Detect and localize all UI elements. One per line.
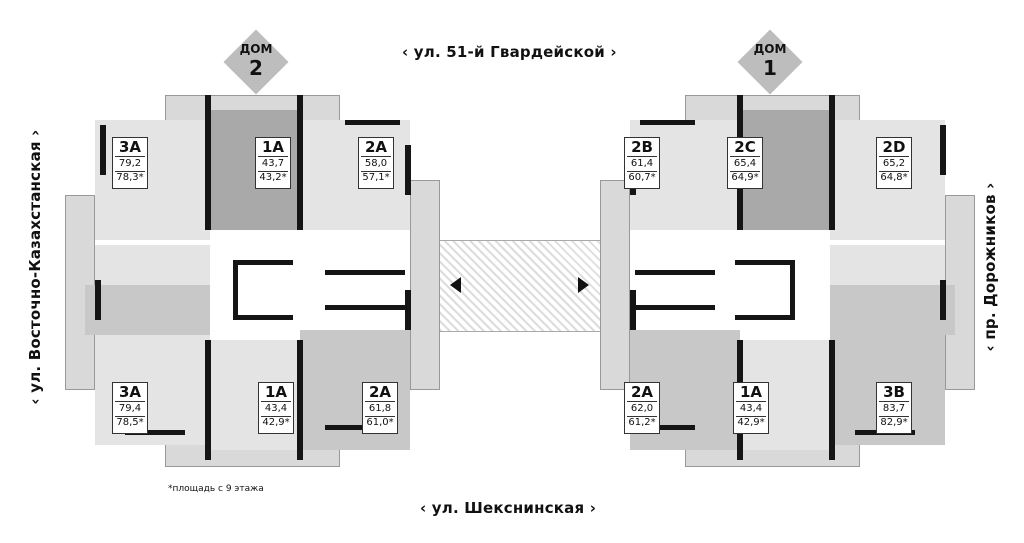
arrow-left-icon <box>450 277 461 293</box>
street-right: ‹ пр. Дорожников › <box>981 182 999 352</box>
passage-hatched <box>440 240 600 332</box>
area-footnote: *площадь с 9 этажа <box>168 484 264 494</box>
street-bottom: ‹ ул. Шекснинская › <box>420 499 597 517</box>
street-left: ‹ ул. Восточно-Казахстанская › <box>26 129 44 405</box>
arrow-right-icon <box>578 277 589 293</box>
street-top: ‹ ул. 51-й Гвардейской › <box>402 43 617 61</box>
